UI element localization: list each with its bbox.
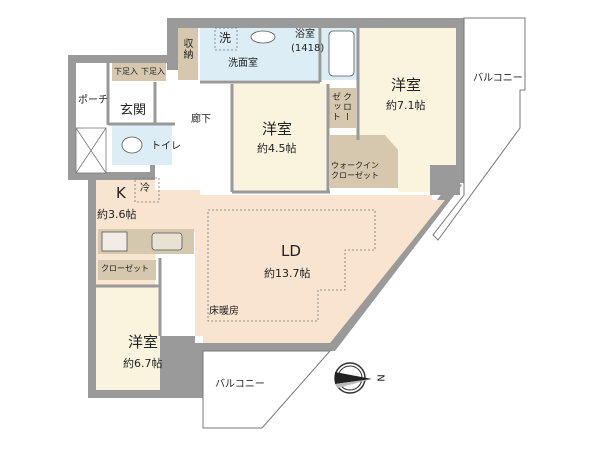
compass-north-label: N [374,374,386,382]
western-room-large-size: 約7.1帖 [386,99,426,112]
balcony-east-label: バルコニー [473,73,523,84]
western-room-south-size: 約6.7帖 [123,357,163,370]
hallway-label: 廊下 [191,114,211,125]
toilet-label: トイレ [151,141,181,152]
ld-size: 約13.7帖 [264,267,311,280]
balcony-south-label: バルコニー [215,379,265,390]
western-room-large-label: 洋室 [391,76,422,94]
closet-kitchen-label: クローゼット [101,264,149,273]
western-room-small-size: 約4.5帖 [257,142,297,155]
walk-in-closet-label-2: クローゼット [331,171,379,180]
dotted-zones [134,27,376,322]
kitchen-size: 約3.6帖 [97,208,137,221]
floor-heating-label: 床暖房 [209,306,239,317]
partitions [96,28,360,336]
western-room-small-label: 洋室 [262,120,293,138]
porch-label: ポーチ [78,95,108,106]
bathroom-label: 浴室 [295,29,315,40]
fixtures [121,30,355,154]
compass-icon [334,362,372,394]
walk-in-closet-label-1: ウォークイン [331,161,379,170]
western-room-south-label: 洋室 [128,333,159,351]
ld-label: LD [281,242,301,260]
shoe-storage-2-label: 下足入 [141,67,165,76]
shoe-storage-1-label: 下足入 [114,67,138,76]
closet-small-label-col2: ゼット [330,92,340,122]
closet-small-label-col1: クロー [341,92,351,122]
laundry-label: 洗 [219,31,232,45]
washroom-label: 洗面室 [228,58,258,69]
kitchen-label: K [116,184,126,202]
fridge-label: 冷 [140,183,150,194]
storage-label: 収納 [181,38,192,60]
bathroom-size: (1418) [291,43,325,54]
entrance-label: 玄関 [120,103,147,118]
